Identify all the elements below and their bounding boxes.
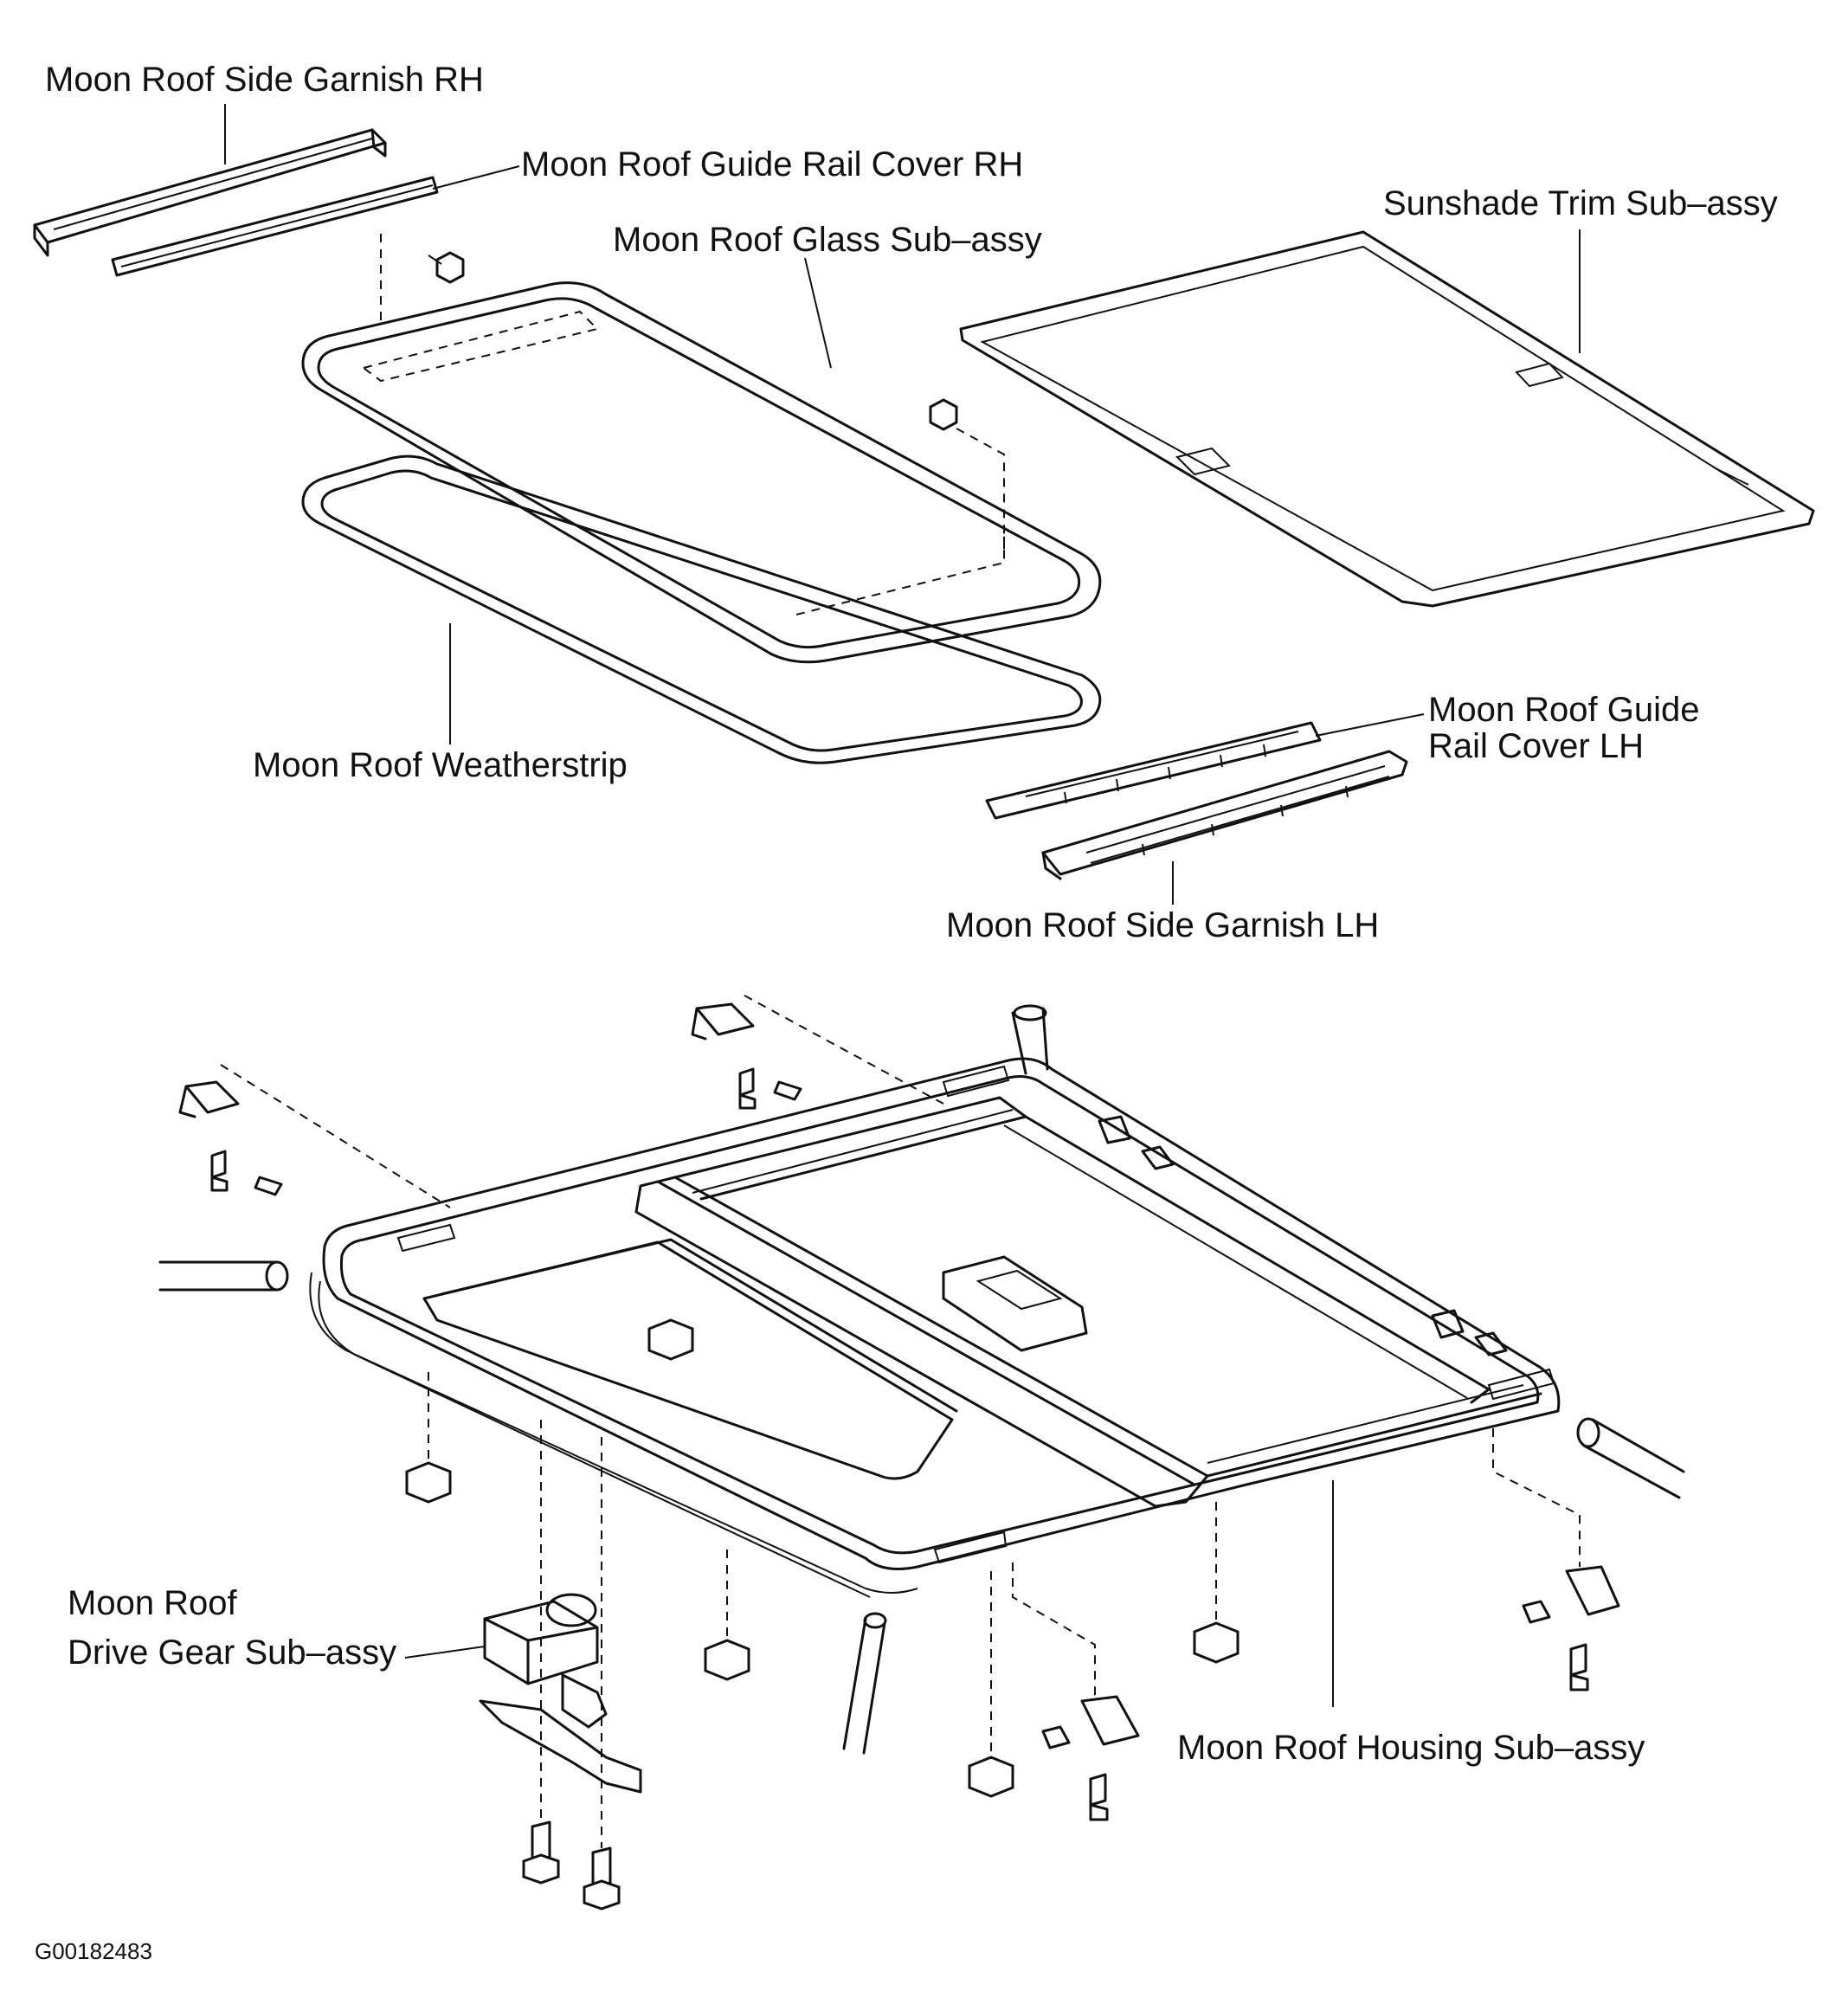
glass-bolt-1 <box>428 251 465 284</box>
label-drive-gear-1: Moon Roof <box>68 1584 238 1622</box>
guide-front-right <box>744 995 944 1105</box>
label-side-garnish-lh: Moon Roof Side Garnish LH <box>946 906 1379 944</box>
side-garnish-rh-part <box>33 128 387 257</box>
drain-tube-front-left <box>158 1260 289 1292</box>
bracket-rear-center <box>1041 1695 1140 1821</box>
guide-rear-center <box>1012 1563 1096 1697</box>
rubber-nut-5 <box>968 1756 1014 1798</box>
label-guide-rail-cover-rh: Moon Roof Guide Rail Cover RH <box>521 145 1023 184</box>
drain-tube-rear-left <box>842 1612 887 1755</box>
weatherstrip-part <box>301 454 1102 764</box>
label-weatherstrip: Moon Roof Weatherstrip <box>253 746 628 784</box>
rubber-nut-1 <box>647 1318 694 1361</box>
leader-glass <box>804 257 832 369</box>
guide-front-left <box>220 1064 451 1208</box>
glass-dashed-guide-2 <box>956 428 1005 554</box>
label-housing-sub-assy: Moon Roof Housing Sub–assy <box>1177 1729 1645 1767</box>
sunshade-trim-part <box>959 230 1815 608</box>
rubber-nut-4 <box>1193 1621 1240 1664</box>
label-side-garnish-rh: Moon Roof Side Garnish RH <box>45 61 484 99</box>
bracket-front-left <box>178 1080 283 1196</box>
bracket-rear-right <box>1522 1565 1620 1691</box>
guide-rail-cover-rh-part <box>111 176 439 277</box>
glass-bolt-2 <box>929 398 958 431</box>
glass-sub-assy-part <box>301 281 1102 664</box>
label-guide-rail-cover-lh-1: Moon Roof Guide <box>1428 691 1700 729</box>
housing-sub-assy-part <box>309 1057 1561 1598</box>
clip-right-2 <box>1431 1309 1508 1356</box>
bracket-front-right <box>691 1002 802 1110</box>
side-garnish-lh-part <box>1041 750 1408 880</box>
rubber-nut-2 <box>405 1461 452 1504</box>
drain-tube-rear-right <box>1576 1417 1685 1499</box>
label-guide-rail-cover-lh-2: Rail Cover LH <box>1428 727 1644 765</box>
leader-drive-gear <box>404 1646 486 1659</box>
label-sunshade-trim: Sunshade Trim Sub–assy <box>1383 184 1778 222</box>
label-glass-sub-assy: Moon Roof Glass Sub–assy <box>613 221 1042 259</box>
guide-rear-right <box>1492 1428 1581 1567</box>
rubber-nut-3 <box>704 1639 750 1681</box>
leader-guide-rail-cover-lh <box>1315 713 1425 737</box>
label-drive-gear-2: Drive Gear Sub–assy <box>68 1633 396 1672</box>
guide-rail-cover-lh-part <box>985 721 1322 820</box>
clip-right-1 <box>1098 1115 1175 1170</box>
drive-gear-part <box>479 1593 642 1910</box>
drain-tube-front-right <box>1011 1004 1049 1075</box>
figure-code: G00182483 <box>35 1938 152 1964</box>
leader-guide-rail-cover-rh <box>432 165 520 190</box>
